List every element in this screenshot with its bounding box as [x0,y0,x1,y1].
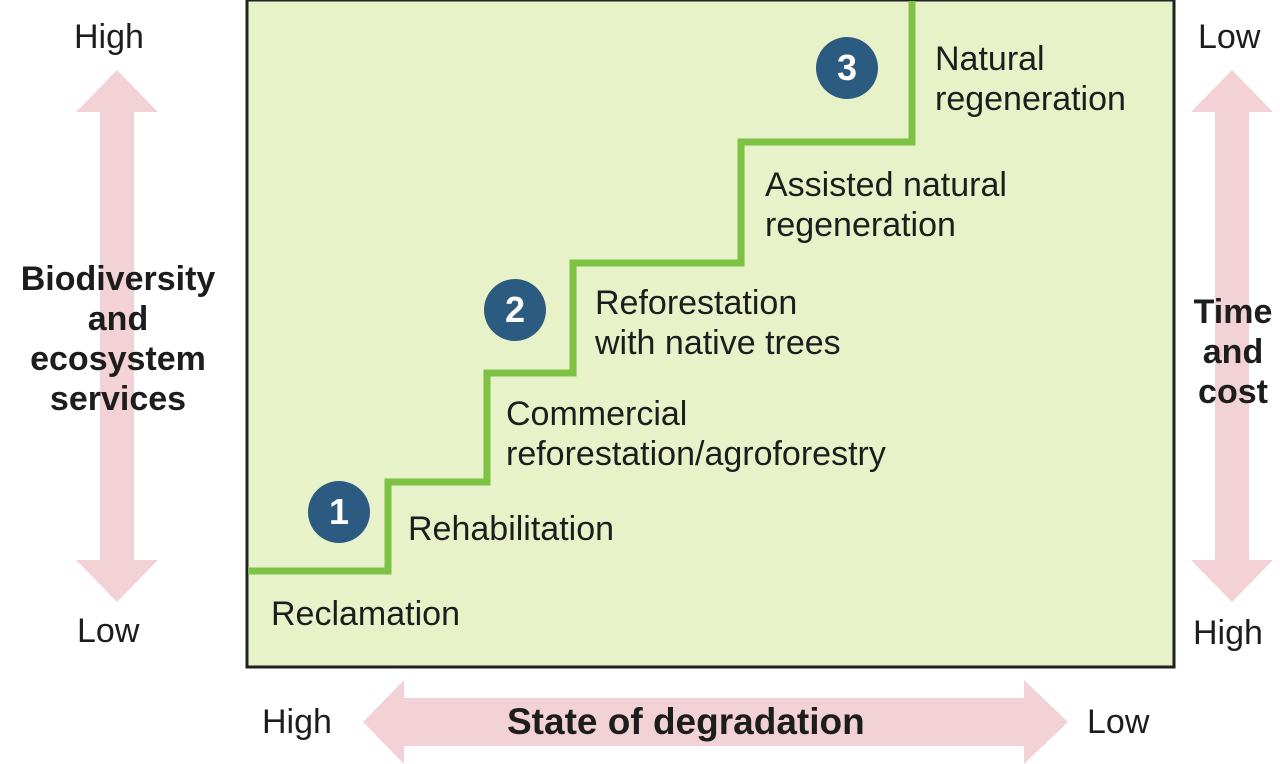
step-label-line: with native trees [595,324,841,362]
step-label-line: Rehabilitation [408,510,615,548]
right-axis-title: Time and cost [1180,292,1280,412]
step-label-line: Reclamation [271,595,460,633]
left-axis-title-line: and [87,300,149,338]
left-axis-title-line: ecosystem [30,340,206,378]
right-axis-title-line: cost [1198,373,1268,411]
bottom-axis-low-label: Low [1087,703,1150,741]
step-label-natural-regeneration: Natural regeneration [935,39,1126,119]
step-label-line: regeneration [765,206,956,244]
step-label-reforestation-native: Reforestation with native trees [595,283,841,363]
step-label-line: Natural [935,40,1045,78]
marker-3: 3 [816,37,878,99]
right-axis-high-label: High [1193,614,1263,652]
step-label-commercial-reforestation: Commercial reforestation/agroforestry [506,394,886,474]
restoration-staircase-line [248,1,916,575]
right-axis-title-line: and [1202,333,1264,371]
bottom-axis-title: State of degradation [507,701,865,742]
bottom-axis-high-label: High [262,703,332,741]
right-double-arrow [1191,70,1273,602]
right-axis-title-line: Time [1193,293,1273,331]
bottom-double-arrow [363,680,1068,764]
step-label-reclamation: Reclamation [271,594,460,634]
left-double-arrow [76,70,158,602]
marker-1: 1 [308,481,370,543]
step-label-line: regeneration [935,80,1126,118]
step-label-line: Commercial [506,395,688,433]
left-axis-low-label: Low [77,612,140,650]
left-axis-title-line: Biodiversity [20,260,216,298]
right-axis-low-label: Low [1198,18,1261,56]
step-label-line: reforestation/agroforestry [506,435,886,473]
step-label-line: Assisted natural [765,166,1007,204]
marker-2: 2 [484,279,546,341]
left-axis-title: Biodiversity and ecosystem services [0,259,236,419]
diagram-box [245,0,1176,669]
left-axis-high-label: High [74,18,144,56]
step-label-assisted-natural-regeneration: Assisted natural regeneration [765,165,1007,245]
step-label-rehabilitation: Rehabilitation [408,509,614,549]
step-label-line: Reforestation [595,284,798,322]
left-axis-title-line: services [49,380,187,418]
